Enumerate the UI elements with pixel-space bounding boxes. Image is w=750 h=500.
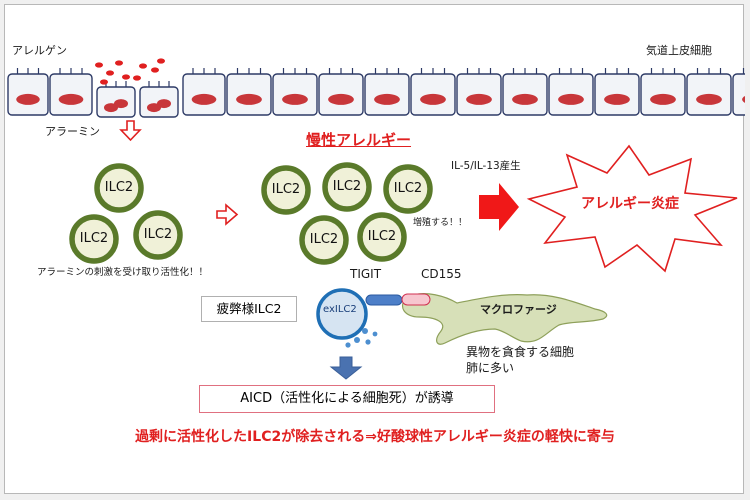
ilc2-cell	[94, 163, 144, 213]
allergen-particle	[95, 62, 103, 68]
solid-red-arrow-icon	[479, 183, 519, 231]
macrophage-label: マクロファージ	[480, 303, 557, 316]
epithelial-cell	[318, 68, 364, 116]
epithelial-cell	[49, 68, 93, 116]
exilc2-cell	[316, 288, 378, 348]
epithelial-cell	[182, 68, 226, 116]
exilc2-granule	[365, 339, 371, 345]
exilc2-granule	[354, 337, 360, 343]
epithelial-cell	[7, 68, 49, 116]
cell-nucleus	[282, 93, 308, 105]
epithelial-cell	[226, 68, 272, 116]
epithelial-cell	[456, 68, 502, 116]
exhausted-ilc2-box: 疲弊様ILC2	[201, 296, 297, 322]
cell-nucleus	[650, 93, 676, 105]
ilc2-cell-label: ILC2	[332, 179, 362, 194]
down-arrow-icon	[329, 356, 363, 380]
cell-nucleus	[104, 103, 118, 113]
airway-epithelium-layer	[7, 68, 745, 118]
macrophage-shape	[402, 293, 608, 345]
macrophage-desc-1: 異物を貪食する細胞	[466, 345, 575, 359]
ilc2-cell	[133, 210, 183, 260]
diagram-frame: アレルゲン 気道上皮細胞 アラーミン 慢性アレルギー IL-5/IL-13産生 …	[4, 4, 745, 494]
ilc2-cell	[357, 212, 407, 262]
proliferation-label: 増殖する！！	[413, 218, 468, 228]
exilc2-granule	[345, 342, 351, 348]
cell-nucleus	[147, 103, 161, 113]
ilc2-cell-label: ILC2	[104, 180, 134, 195]
epithelial-cell	[686, 68, 732, 116]
allergic-inflammation-label: アレルギー炎症	[581, 196, 679, 212]
cell-nucleus	[420, 93, 446, 105]
ilc2-cell	[69, 214, 119, 264]
ilc2-cell-label: ILC2	[271, 182, 301, 197]
ilc2-cell-group	[69, 162, 433, 265]
epithelial-cell	[364, 68, 410, 116]
starburst-shape	[526, 144, 738, 273]
allergen-particle	[157, 58, 165, 64]
cell-nucleus	[328, 93, 354, 105]
epithelial-cell	[640, 68, 686, 116]
exilc2-granule	[372, 331, 378, 337]
exilc2-granule	[362, 328, 368, 334]
cell-nucleus	[236, 93, 262, 105]
aicd-box: AICD（活性化による細胞死）が誘導	[199, 385, 495, 413]
exilc2-label: exILC2	[323, 304, 357, 315]
ilc2-cell-label: ILC2	[79, 231, 109, 246]
outlined-arrow-icon	[119, 120, 142, 142]
allergen-particle	[151, 67, 159, 73]
cell-nucleus	[58, 93, 84, 105]
cell-nucleus	[604, 93, 630, 105]
allergen-particle	[133, 75, 141, 81]
cell-nucleus	[742, 95, 745, 103]
cell-nucleus	[374, 93, 400, 105]
alarmin-activation-label: アラーミンの刺激を受け取り活性化！！	[37, 267, 209, 278]
conclusion-text: 過剰に活性化したILC2が除去される⇒好酸球性アレルギー炎症の軽快に寄与	[135, 429, 615, 445]
epithelial-cell	[139, 81, 179, 118]
ilc2-cell-label: ILC2	[367, 229, 397, 244]
epithelial-cell	[548, 68, 594, 116]
ilc2-cell	[261, 165, 311, 215]
cell-nucleus	[191, 93, 217, 105]
ilc2-cell-label: ILC2	[393, 181, 423, 196]
epithelial-cell	[594, 68, 640, 116]
alarmin-label: アラーミン	[45, 125, 100, 138]
ilc2-cell	[383, 164, 433, 214]
allergen-particle	[139, 63, 147, 69]
epithelial-cell	[272, 68, 318, 116]
epithelial-cell	[96, 81, 136, 118]
ilc2-cell-label: ILC2	[143, 227, 173, 242]
epithelial-cell	[410, 68, 456, 116]
il5-il13-label: IL-5/IL-13産生	[451, 160, 521, 172]
cell-nucleus	[696, 93, 722, 105]
cell-nucleus	[512, 93, 538, 105]
macrophage-desc-2: 肺に多い	[466, 361, 515, 375]
tigit-label: TIGIT	[350, 267, 382, 281]
allergen-label: アレルゲン	[12, 44, 67, 57]
epithelial-cell	[502, 68, 548, 116]
chronic-allergy-title: 慢性アレルギー	[306, 131, 412, 149]
allergen-particles	[95, 58, 165, 85]
tigit-receptor	[365, 294, 403, 306]
cell-nucleus	[16, 93, 40, 105]
cell-nucleus	[558, 93, 584, 105]
ilc2-cell	[322, 162, 372, 212]
outlined-arrow-icon	[216, 203, 239, 226]
cell-nucleus	[114, 99, 128, 109]
epithelial-cell	[732, 68, 745, 116]
allergen-particle	[122, 74, 130, 80]
cell-nucleus	[466, 93, 492, 105]
exilc2-membrane	[316, 288, 368, 340]
diagram-canvas	[7, 58, 745, 380]
cd155-ligand	[401, 293, 431, 306]
cell-nucleus	[157, 99, 171, 109]
allergen-particle	[106, 70, 114, 76]
allergen-particle	[100, 79, 108, 85]
ilc2-cell-label: ILC2	[309, 232, 339, 247]
airway-epithelium-label: 気道上皮細胞	[646, 44, 712, 57]
cd155-label: CD155	[421, 267, 462, 281]
ilc2-cell	[299, 215, 349, 265]
allergen-particle	[115, 60, 123, 66]
